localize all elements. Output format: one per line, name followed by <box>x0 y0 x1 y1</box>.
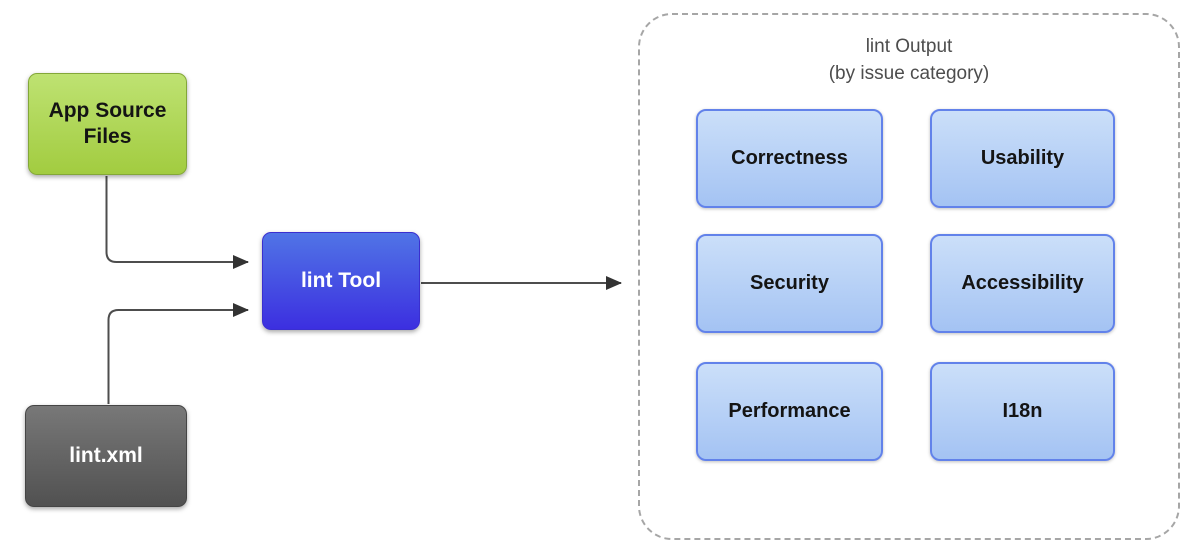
category-label: Correctness <box>731 147 848 169</box>
arrow-lint-xml-to-lint-tool <box>107 303 249 404</box>
node-lint-xml: lint.xml <box>25 405 187 507</box>
lint-output-panel: lint Output (by issue category) Correctn… <box>638 13 1180 540</box>
node-lint-tool-label: lint Tool <box>300 269 382 292</box>
category-label: Usability <box>980 147 1065 169</box>
category-box-performance: Performance <box>696 362 883 461</box>
category-box-usability: Usability <box>930 109 1115 208</box>
category-box-i18n: I18n <box>930 362 1115 461</box>
category-box-security: Security <box>696 234 883 333</box>
node-lint-tool: lint Tool <box>262 232 420 330</box>
node-lint-xml-label: lint.xml <box>69 444 143 467</box>
category-label: Accessibility <box>961 272 1084 294</box>
panel-title: lint Output (by issue category) <box>640 33 1178 87</box>
category-box-accessibility: Accessibility <box>930 234 1115 333</box>
node-app-source-files-label: App Source Files <box>48 99 167 148</box>
category-box-correctness: Correctness <box>696 109 883 208</box>
node-app-source-files: App Source Files <box>28 73 187 175</box>
category-label: Security <box>750 272 829 294</box>
category-label: I18n <box>1002 400 1043 422</box>
panel-title-line2: (by issue category) <box>828 63 990 84</box>
arrow-app-source-to-lint-tool <box>105 176 249 269</box>
category-label: Performance <box>728 400 851 422</box>
panel-title-line1: lint Output <box>865 36 953 57</box>
